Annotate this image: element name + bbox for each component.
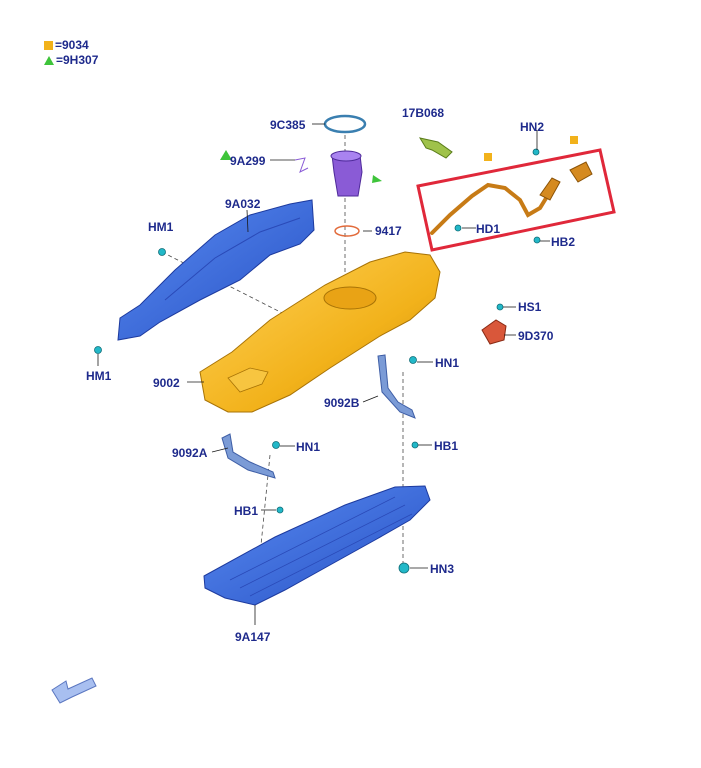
tank-strap-9092b [377,354,416,419]
yellow-square-icon [570,136,578,144]
yellow-square-icon [484,153,492,161]
fastener-hb1-left-icon [276,506,284,514]
fastener-hm1-bottom-icon [94,346,102,354]
filler-pipe [430,182,550,235]
underbody-shield-9a147 [203,485,431,606]
tank-front-recess [227,367,269,393]
label-9417: 9417 [375,224,402,238]
label-9092b: 9092B [324,396,360,410]
tank-pump-opening [323,286,377,310]
label-hb2: HB2 [551,235,576,249]
fastener-hn1-right-icon [409,356,417,364]
filler-pipe-bracket [539,177,561,201]
bracket-17b068 [418,137,453,159]
legend-row-9h307: =9H307 [44,53,98,67]
label-hm1-bottom: HM1 [86,369,112,383]
direction-arrow-icon [51,677,97,704]
fasteners [94,148,541,574]
label-9092a: 9092A [172,446,208,460]
legend-text-9h307: =9H307 [56,53,99,67]
heat-shield-rib [164,217,301,301]
label-hn1-right: HN1 [435,356,460,370]
evap-canister-9d370 [481,319,507,345]
label-9a032: 9A032 [225,197,261,211]
filler-neck [569,161,593,183]
sender-connector-9a299 [294,157,309,174]
label-hn3: HN3 [430,562,455,576]
label-17b068: 17B068 [402,106,445,120]
fastener-hd1-icon [454,224,462,232]
label-9a147: 9A147 [235,630,271,644]
highlight-box [416,148,616,252]
fastener-hn2-icon [532,148,540,156]
label-hn2: HN2 [520,120,545,134]
yellow-square-icon [44,41,53,50]
label-9c385: 9C385 [270,118,306,132]
fastener-hm1-top-icon [158,248,166,256]
label-9a299: 9A299 [230,154,266,168]
legend-row-9034: =9034 [44,38,89,52]
green-triangle-icon [220,150,232,160]
fastener-hn3-icon [398,562,410,574]
fastener-hb2-icon [533,236,541,244]
legend-text-9034: =9034 [55,38,89,52]
fuel-pump-flange [330,150,362,162]
label-9d370: 9D370 [518,329,554,343]
underbody-shield-ribs [229,496,413,597]
label-hb1-right: HB1 [434,439,459,453]
label-hm1-top: HM1 [148,220,174,234]
fastener-hn1-left-icon [272,441,280,449]
label-leader-lines [97,123,550,625]
green-triangle-icon [372,175,382,183]
fastener-hb1-right-icon [411,441,419,449]
label-hs1: HS1 [518,300,542,314]
lock-ring-9c385 [323,114,367,134]
label-hn1-left: HN1 [296,440,321,454]
label-hb1-left: HB1 [234,504,259,518]
tank-strap-9092a [221,433,276,479]
heat-shield-9a032 [117,199,315,341]
fastener-hs1-icon [496,303,504,311]
seal-9417 [334,225,360,237]
green-triangle-icon [44,56,54,65]
label-hd1: HD1 [476,222,501,236]
label-9002: 9002 [153,376,180,390]
